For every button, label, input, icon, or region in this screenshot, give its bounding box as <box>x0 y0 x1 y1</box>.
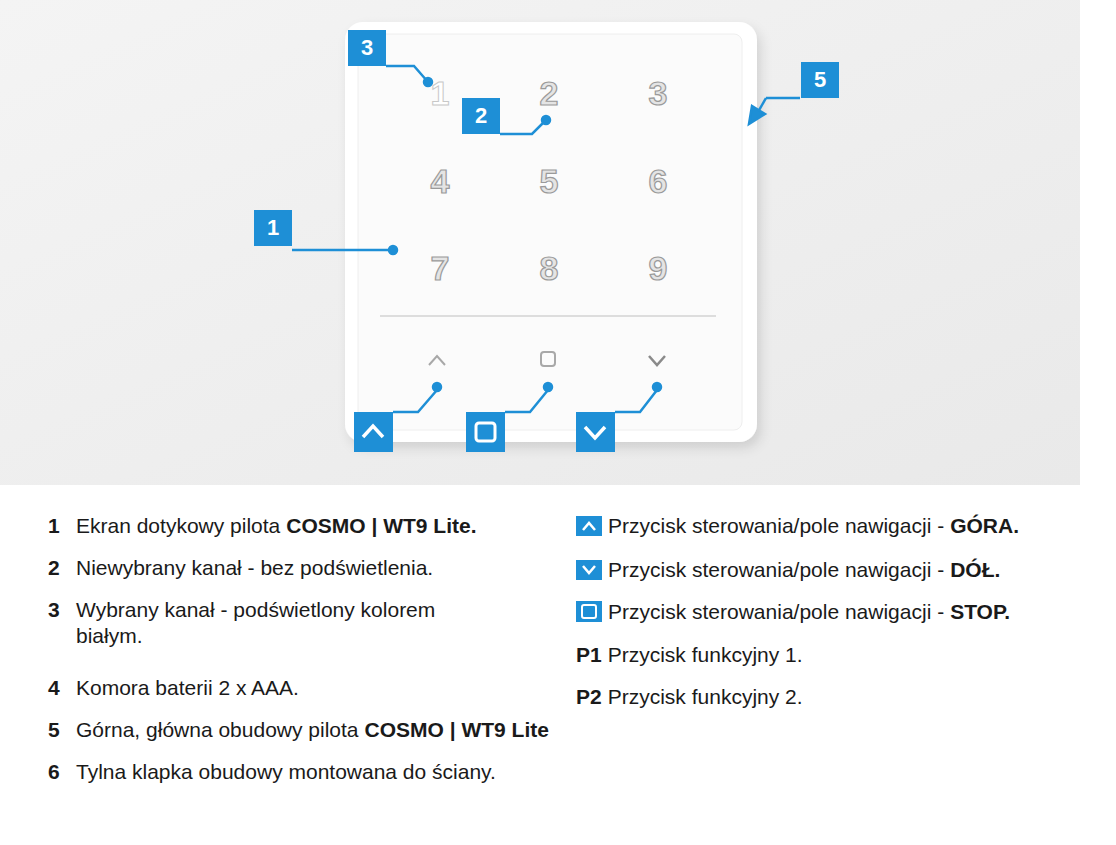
item-text: COSMO | WT9 Lite <box>365 718 549 741</box>
legend-text: P1 <box>576 643 602 666</box>
callout-number-row: 1 <box>254 210 292 246</box>
item-text: COSMO | WT9 Lite. <box>286 514 476 537</box>
key-number: 7 <box>431 249 450 287</box>
item-text: Komora baterii 2 x AAA. <box>76 676 299 699</box>
item-number-row: 2 <box>48 555 60 581</box>
key-number: 8 <box>540 249 559 287</box>
item-text-row: Tylna klapka obudowy montowana do ściany… <box>76 759 516 785</box>
item-text-row: Górna, główna obudowy pilota COSMO | WT9 … <box>76 717 576 743</box>
callout-number: 1 <box>267 214 279 242</box>
item-text: Górna, główna obudowy pilota <box>76 718 359 741</box>
item-number: 3 <box>48 598 60 621</box>
legend-text: Przycisk funkcyjny 1. <box>608 643 803 666</box>
key-number-row: 9 <box>649 247 668 290</box>
item-number-row: 5 <box>48 717 60 743</box>
callout-number-row: 3 <box>348 30 386 66</box>
callout-number: 3 <box>361 34 373 62</box>
legend-text: Przycisk sterowania/pole nawigacji - <box>608 600 944 623</box>
key-number-row: 2 <box>540 72 559 115</box>
item-text-row: Komora baterii 2 x AAA. <box>76 675 556 701</box>
item-number: 1 <box>48 514 60 537</box>
key-number: 6 <box>649 162 668 200</box>
item-number: 4 <box>48 676 60 699</box>
item-text: Niewybrany kanał - bez podświetlenia. <box>76 556 433 579</box>
legend-text: P2 <box>576 685 602 708</box>
legend-text-row: P1 Przycisk funkcyjny 1. <box>576 642 1096 668</box>
legend-text-row: Przycisk sterowania/pole nawigacji - GÓRA… <box>608 513 1108 539</box>
item-text: Wybrany kanał - podświetlony kolorem bia… <box>76 598 435 647</box>
key-number: 1 <box>431 74 450 112</box>
item-number-row: 6 <box>48 759 60 785</box>
item-text: Ekran dotykowy pilota <box>76 514 280 537</box>
legend-text: Przycisk funkcyjny 2. <box>608 685 803 708</box>
legend-text-row: P2 Przycisk funkcyjny 2. <box>576 684 1096 710</box>
key-number: 2 <box>540 74 559 112</box>
key-number-row: 6 <box>649 160 668 203</box>
legend-text: Przycisk sterowania/pole nawigacji - <box>608 558 944 581</box>
key-number: 5 <box>540 162 559 200</box>
key-number: 9 <box>649 249 668 287</box>
item-number-row: 4 <box>48 675 60 701</box>
item-text-row: Wybrany kanał - podświetlony kolorem bia… <box>76 597 506 650</box>
key-number: 3 <box>649 74 668 112</box>
item-number-row: 3 <box>48 597 60 623</box>
legend-text-row: Przycisk sterowania/pole nawigacji - DÓŁ. <box>608 557 1108 583</box>
callout-number-row: 5 <box>801 62 839 98</box>
key-number-row: 3 <box>649 72 668 115</box>
legend-text-row: Przycisk sterowania/pole nawigacji - STOP… <box>608 599 1108 625</box>
item-text-row: Niewybrany kanał - bez podświetlenia. <box>76 555 556 581</box>
item-text: Tylna klapka obudowy montowana do ściany… <box>76 760 496 783</box>
callout-number: 5 <box>814 66 826 94</box>
key-number-row: 7 <box>431 247 450 290</box>
callout-number-row: 2 <box>462 98 500 134</box>
key-number: 4 <box>431 162 450 200</box>
legend-text: Przycisk sterowania/pole nawigacji - <box>608 514 944 537</box>
item-text-row: Ekran dotykowy pilota COSMO | WT9 Lite. <box>76 513 556 539</box>
key-number-row: 5 <box>540 160 559 203</box>
key-number-row: 8 <box>540 247 559 290</box>
item-number-row: 1 <box>48 513 60 539</box>
legend-text: GÓRA. <box>950 514 1019 537</box>
callout-number: 2 <box>475 102 487 130</box>
item-number: 5 <box>48 718 60 741</box>
legend-text: STOP. <box>950 600 1010 623</box>
item-number: 2 <box>48 556 60 579</box>
item-number: 6 <box>48 760 60 783</box>
legend-text: DÓŁ. <box>950 558 1000 581</box>
key-number-row: 1 <box>431 72 450 115</box>
key-number-row: 4 <box>431 160 450 203</box>
